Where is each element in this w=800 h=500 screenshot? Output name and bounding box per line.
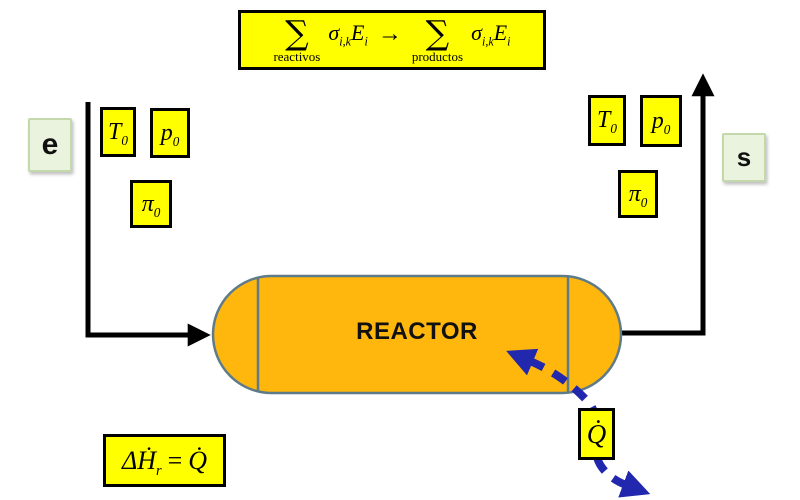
outlet-pi-symbol: π0 [628,180,648,210]
reactants-label: reactivos [273,48,321,64]
sum-products: ∑ productos [411,13,464,64]
outlet-stream-label: s [722,133,766,182]
outlet-pi-box: π0 [618,170,658,218]
products-label: productos [411,48,464,64]
delta-h-symbol: ΔḢ [121,445,156,475]
inlet-temperature-box: T0 [100,107,136,157]
delta-h-subscript: r [156,462,162,479]
outlet-flow-arrow [621,73,715,336]
outlet-temperature-box: T0 [588,95,626,146]
inlet-pressure-symbol: p0 [160,119,180,149]
q-dot-symbol: Q̇ [188,445,208,475]
sum-symbol: ∑ [425,13,450,53]
heat-q-box: Q̇ [578,408,615,460]
heat-flow-dashed-arrow [506,348,651,498]
reactor-label: REACTOR [356,317,478,345]
inlet-pi-symbol: π0 [141,190,161,220]
inlet-stream-label: e [28,118,72,172]
reaction-arrow: → [377,20,402,47]
inlet-pressure-box: p0 [150,108,190,158]
sum-symbol: ∑ [285,13,309,53]
sigma-subscript: i,k [481,34,494,49]
outlet-pressure-box: p0 [640,95,682,147]
equals-sign: = [167,445,183,475]
outlet-temperature-symbol: T0 [597,107,617,136]
equation-enthalpy-box: ΔḢr =Q̇ [103,434,226,487]
inlet-letter: e [41,128,59,161]
sigma-subscript: i,k [339,34,351,49]
inlet-temperature-symbol: T0 [108,118,128,148]
reactants-term: σi,kEi [328,20,367,60]
sigma-symbol: σ [471,20,482,45]
equation-reaction-box: ∑ reactivos σi,kEi → ∑ productos σi,kEi [238,10,546,70]
heat-q-symbol: Q̇ [586,418,607,449]
enthalpy-equation: ΔḢr =Q̇ [121,445,208,479]
sum-reactants: ∑ reactivos [273,13,321,64]
products-term: σi,kEi [471,20,510,60]
species-subscript: i [507,34,511,49]
species-subscript: i [364,34,368,49]
outlet-pressure-symbol: p0 [651,107,671,137]
species-symbol: E [350,20,365,45]
outlet-letter: s [736,142,752,172]
inlet-pi-box: π0 [130,180,172,228]
sigma-symbol: σ [328,20,340,45]
species-symbol: E [493,20,508,45]
inlet-flow-arrow [85,102,211,347]
